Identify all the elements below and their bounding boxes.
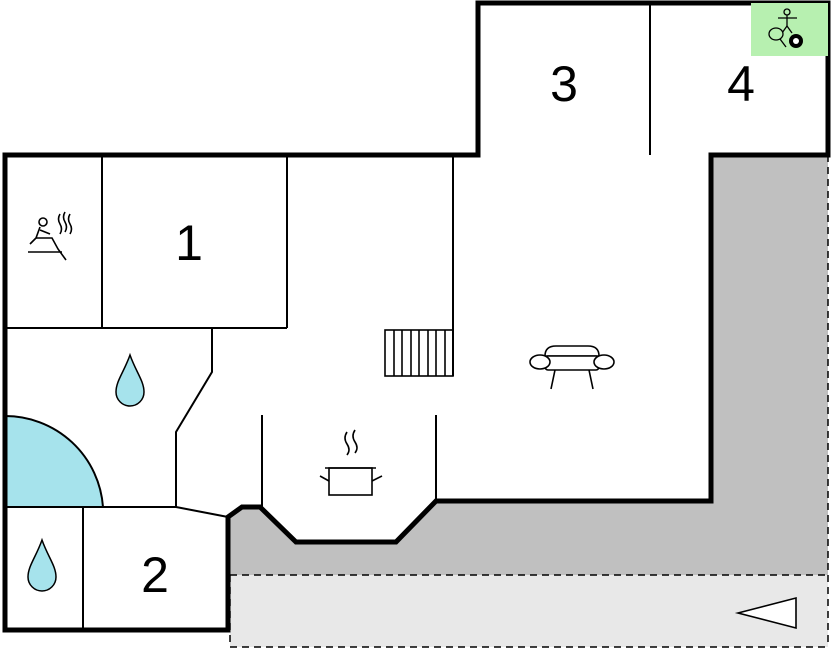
cooking-pot-icon [319, 429, 383, 496]
games-icon [751, 3, 828, 56]
water-drop-icon-lower [27, 537, 57, 592]
exterior-walls [2, 0, 831, 633]
room-label-2: 2 [141, 547, 169, 603]
driveway-area [230, 575, 828, 647]
sauna-icon [28, 211, 73, 261]
entrance-arrow-icon [734, 596, 797, 630]
sofa-icon [529, 345, 615, 390]
terrace-area [230, 155, 828, 575]
stairs-icon [384, 329, 454, 377]
property-boundary [229, 155, 829, 648]
interior-walls [5, 3, 651, 630]
room-label-1: 1 [175, 215, 203, 271]
whirlpool-icon [4, 414, 105, 508]
room-label-3: 3 [550, 56, 578, 112]
room-label-4: 4 [727, 56, 755, 112]
water-drop-icon-upper [115, 352, 145, 407]
